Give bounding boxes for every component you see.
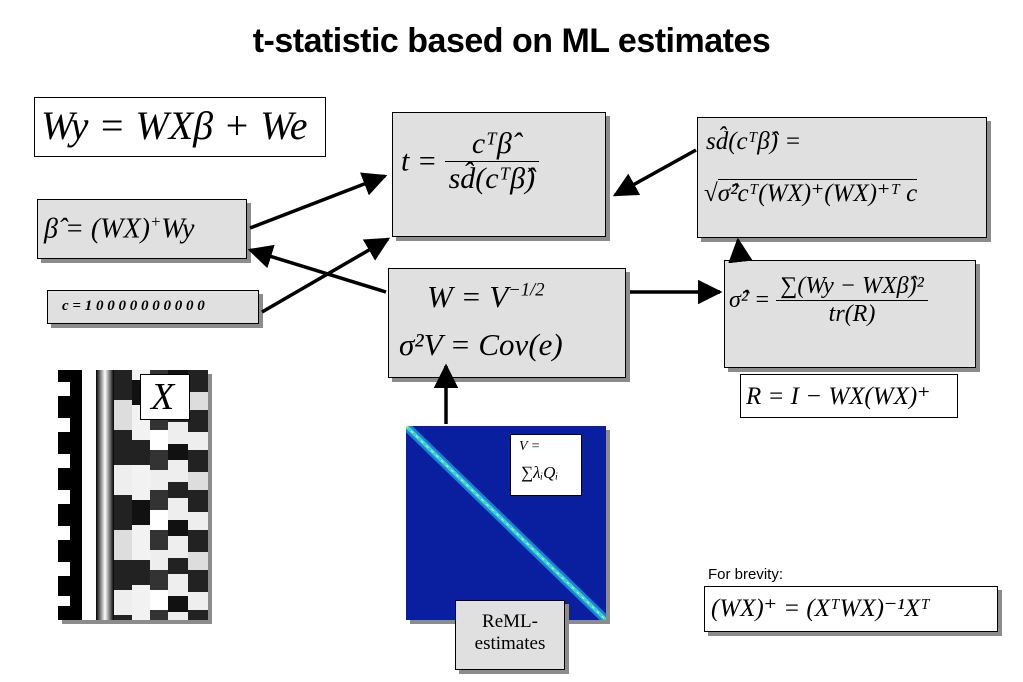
beta-hat-equation: β̂ = (WX)+Wy [44,212,194,245]
arrow-std-to-t [612,148,697,197]
std-line2: √σ̂²cᵀ(WX)⁺(WX)⁺ᵀ c [704,178,918,208]
sigma-numerator: ∑(Wy − WXβ̂)² [780,273,924,299]
beta-hat-box: β̂ = (WX)+Wy [37,199,247,259]
w-equation-box: W = V−1/2 σ²V = Cov(e) [388,268,626,378]
r-equation-box: R = I − WX(WX)⁺ [740,374,958,418]
w-line2: σ²V = Cov(e) [399,327,563,362]
design-matrix-cols [96,370,208,620]
reml-box: ReML- estimates [455,600,565,670]
design-matrix-label: X [151,376,175,418]
model-equation: Wy = WXβ + We [41,103,308,148]
brevity-box: (WX)⁺ = (XᵀWX)⁻¹Xᵀ [704,586,998,632]
v-label-line1: V = [519,439,541,454]
beta-hat-rhs-sup: + [149,212,162,231]
model-equation-box: Wy = WXβ + We [34,97,326,157]
t-lhs: t = [401,144,438,178]
arrow-sigma-to-std [728,237,753,264]
v-label-box: V = ∑λᵢQᵢ [510,434,582,496]
covariance-matrix-image: V = ∑λᵢQᵢ [406,426,606,620]
design-matrix-col1 [58,370,70,620]
sigma-denominator: tr(R) [776,300,928,328]
arrow-c-to-t [261,237,391,314]
slide-title: t-statistic based on ML estimates [252,22,771,60]
std-line2-text: σ̂²cᵀ(WX)⁺(WX)⁺ᵀ c [717,179,918,207]
arrow-w-to-beta [247,244,387,294]
beta-hat-rhs-pre: = (WX) [57,213,150,245]
w-line1: W = V−1/2 [427,279,545,315]
r-equation: R = I − WX(WX)⁺ [746,383,931,410]
contrast-vector: c = 1 0 0 0 0 0 0 0 0 0 0 [62,298,205,314]
design-matrix-label-box: X [140,374,190,420]
w-line1-pre: W = V [427,279,509,314]
t-equation: t = cᵀβ̂ sd̂(cᵀβ̂) [401,127,540,196]
sqrt-sign: √ [704,180,718,207]
std-line1: sd̂(cᵀβ̂) = [706,128,802,155]
sigma-lhs: σ̂² = [729,287,771,313]
beta-hat-rhs-post: Wy [161,213,195,245]
std-box: sd̂(cᵀβ̂) = √σ̂²cᵀ(WX)⁺(WX)⁺ᵀ c [697,117,987,238]
v-label-line2: ∑λᵢQᵢ [521,463,559,482]
reml-line1: ReML- [482,611,538,632]
brevity-equation: (WX)⁺ = (XᵀWX)⁻¹Xᵀ [711,595,930,622]
arrow-beta-to-t [249,172,388,230]
t-denominator: sd̂(cᵀβ̂) [444,161,540,196]
contrast-vector-box: c = 1 0 0 0 0 0 0 0 0 0 0 [47,290,259,324]
t-statistic-box: t = cᵀβ̂ sd̂(cᵀβ̂) [392,112,606,237]
design-matrix-image: X [58,370,208,620]
reml-line2: estimates [474,633,546,654]
brevity-caption: For brevity: [708,566,784,583]
w-line1-sup: −1/2 [508,279,545,301]
sigma-hat-box: σ̂² = ∑(Wy − WXβ̂)² tr(R) [724,260,976,368]
beta-hat-lhs: β̂ [44,213,58,245]
sigma-equation: σ̂² = ∑(Wy − WXβ̂)² tr(R) [729,273,928,328]
t-numerator: cᵀβ̂ [471,127,512,160]
